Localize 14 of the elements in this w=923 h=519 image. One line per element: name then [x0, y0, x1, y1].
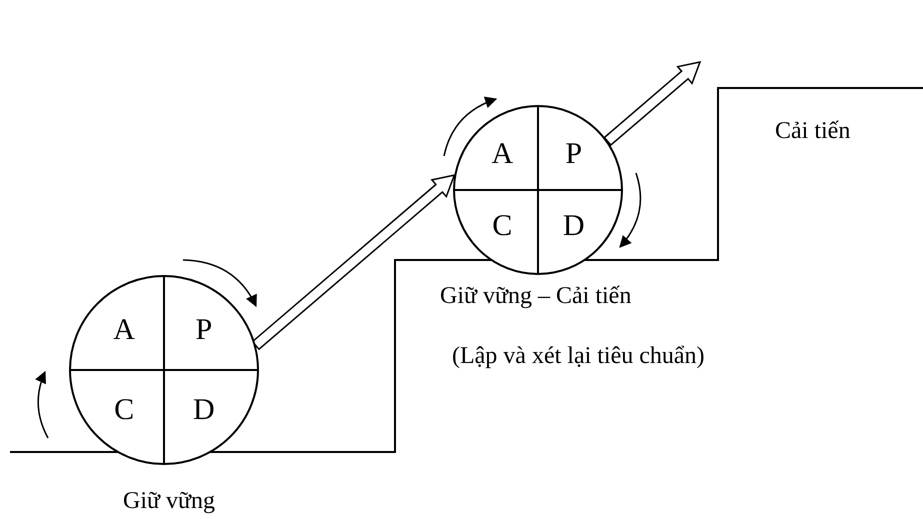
stage-label: Giữ vững – Cải tiến — [440, 282, 632, 310]
quadrant-letter: A — [104, 313, 144, 348]
quadrant-letter: D — [554, 208, 594, 243]
quadrant-letter: D — [184, 392, 224, 427]
quadrant-letter: A — [482, 137, 522, 172]
stage-label: Cải tiến — [775, 117, 850, 145]
hollow-arrow — [251, 174, 456, 350]
hollow-arrow — [603, 60, 702, 146]
stage-label: (Lập và xét lại tiêu chuẩn) — [452, 342, 705, 370]
quadrant-letter: C — [482, 208, 522, 243]
stage-label: Giữ vững — [123, 487, 216, 515]
quadrant-letter: C — [104, 392, 144, 427]
quadrant-letter: P — [554, 137, 594, 172]
quadrant-letter: P — [184, 313, 224, 348]
